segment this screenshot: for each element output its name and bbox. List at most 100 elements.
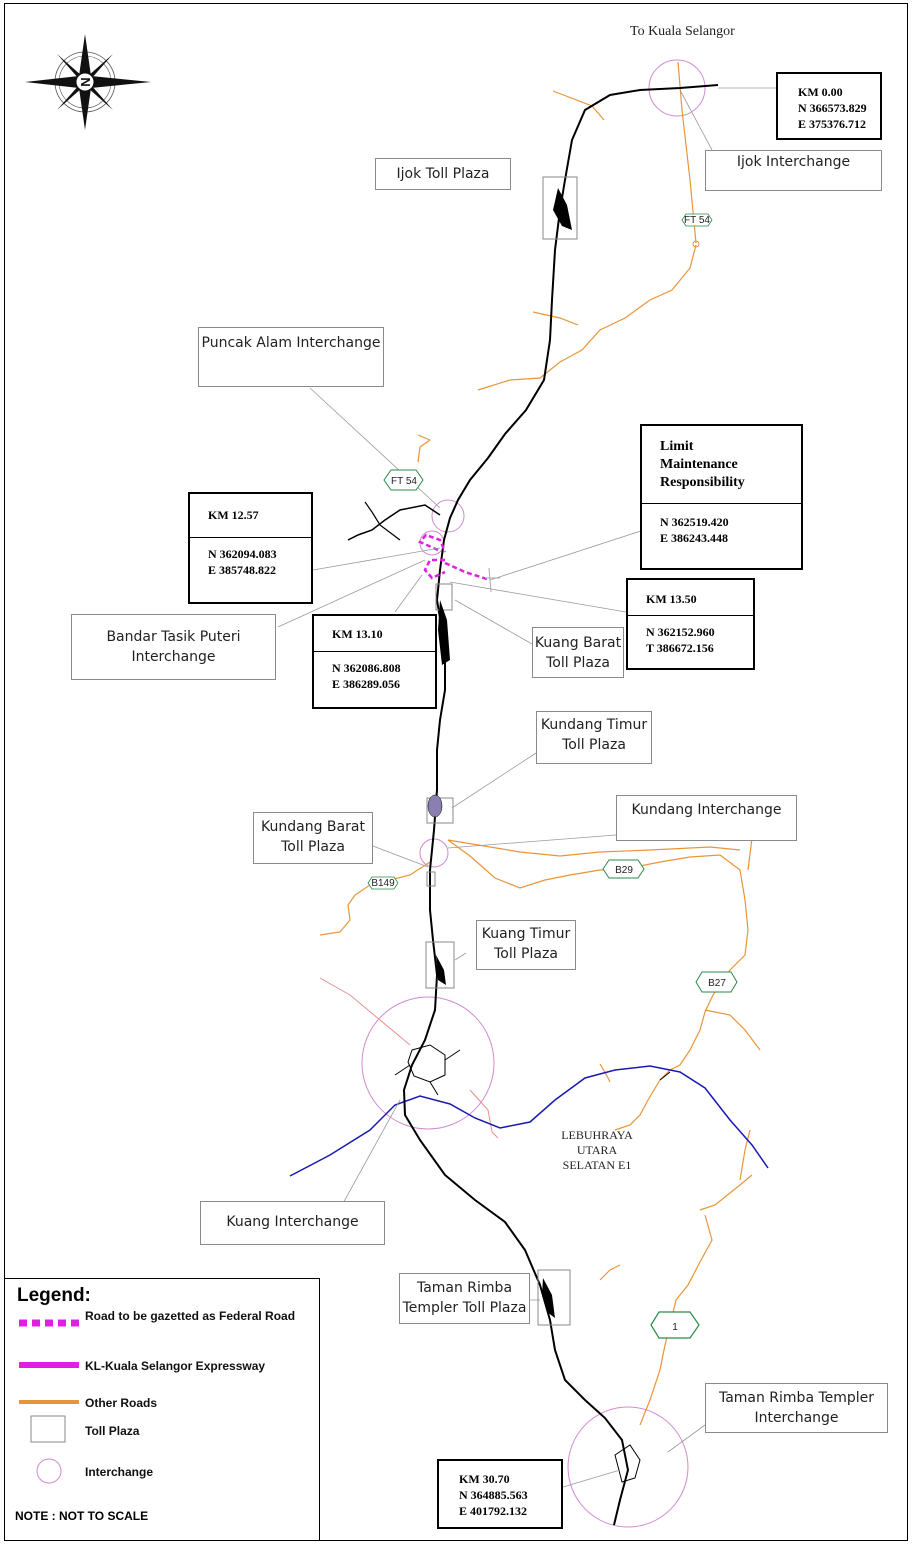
e1-label-line2: UTARA [576,1143,618,1157]
b149-shield: B149 [367,876,399,890]
callout-trt-int-line2: Interchange [754,1410,839,1426]
legend-item-interchange: Interchange [85,1465,154,1479]
km1350-e: T 386672.156 [646,641,714,655]
callout-trt-toll-line2: Templer Toll Plaza [402,1300,527,1316]
route-ft54-lower: FT 54 [391,476,417,487]
callout-taman-rimba-toll: Taman Rimba Templer Toll Plaza [399,1273,530,1324]
callout-kuang-interchange: Kuang Interchange [200,1201,385,1245]
km-box-1350: KM 13.50 N 362152.960 T 386672.156 [626,578,755,670]
route1-shield: 1 [650,1311,700,1339]
legend-item-other-roads: Other Roads [85,1396,158,1410]
callout-kuang-barat-line2: Toll Plaza [546,655,610,671]
km1350-coords: N 362152.960 T 386672.156 [628,616,753,662]
legend-title: Legend: [17,1285,91,1306]
pink-roads [319,977,499,1139]
km0-km: KM 0.00 [798,85,843,99]
compass-icon: N [25,34,151,130]
ijok-toll-box [542,176,578,240]
km-box-1257: KM 12.57 N 362094.083 E 385748.822 [188,492,313,604]
km1350-km: KM 13.50 [646,592,697,606]
legend-item-federal: Road to be gazetted as Federal Road [85,1309,296,1323]
callout-kundang-interchange-text: Kundang Interchange [631,802,782,818]
ft54-lower-shield: FT 54 [383,469,424,491]
limit-e: E 386243.448 [660,531,729,545]
compass-letter: N [78,77,93,86]
toll-plazas [425,176,578,1326]
km1310-km: KM 13.10 [332,627,383,641]
km1350-head: KM 13.50 [628,580,753,616]
federal-road [417,533,491,582]
e1-label-line3: SELATAN E1 [562,1158,632,1172]
limit-title3: Responsibility [660,475,745,490]
kundang-barat-toll-box [426,871,436,887]
km0-n: N 366573.829 [798,101,867,115]
b29-shield: B29 [602,859,645,879]
callout-btp-line1: Bandar Tasik Puteri [106,629,241,645]
limit-n: N 362519.420 [660,515,729,529]
callout-taman-rimba-interchange: Taman Rimba Templer Interchange [705,1383,888,1433]
callout-kundang-barat-line1: Kundang Barat [261,819,365,835]
km-box-0: KM 0.00 N 366573.829 E 375376.712 [776,72,882,140]
taman-rimba-interchange-circle [567,1406,689,1528]
puncak-alam-interchange-circle [431,499,465,533]
km3070-e: E 401792.132 [459,1504,528,1518]
kuang-barat-toll-box [435,583,453,611]
km-box-1310: KM 13.10 N 362086.808 E 386289.056 [312,614,437,709]
callout-puncak-alam: Puncak Alam Interchange [198,327,384,387]
callout-ijok-interchange-text: Ijok Interchange [736,154,851,170]
legend-interchange-swatch [36,1458,62,1484]
callout-kuang-timur-line2: Toll Plaza [494,946,558,962]
callout-ijok-toll: Ijok Toll Plaza [375,158,511,190]
ijok-interchange-circle [648,59,706,117]
legend-symbols [19,1319,79,1484]
kuang-timur-toll-box [425,941,455,989]
km-box-3070: KM 30.70 N 364885.563 E 401792.132 [437,1459,563,1529]
map-frame [4,3,908,1541]
legend-item-toll-plaza: Toll Plaza [85,1424,140,1438]
km3070-n: N 364885.563 [459,1488,528,1502]
km1257-km: KM 12.57 [208,508,259,522]
km0-e: E 375376.712 [798,117,867,131]
callout-trt-toll-line1: Taman Rimba [416,1280,513,1296]
route-1: 1 [672,1322,678,1333]
km1257-n: N 362094.083 [208,547,277,561]
km1310-coords: N 362086.808 E 386289.056 [314,652,435,698]
callout-kundang-interchange: Kundang Interchange [616,795,797,841]
kuang-interchange-circle [361,996,495,1130]
callout-ijok-toll-text: Ijok Toll Plaza [396,166,490,182]
route-ft54-upper: FT 54 [684,215,710,226]
km1350-n: N 362152.960 [646,625,715,639]
route-shields: FT 54 FT 54 B149 B29 B27 1 [367,213,738,1339]
km1310-head: KM 13.10 [314,616,435,652]
callout-kuang-interchange-text: Kuang Interchange [226,1214,359,1230]
callout-kundang-timur-line1: Kundang Timur [540,717,648,733]
e1-label-line1: LEBUHRAYA [561,1128,633,1142]
route-b149: B149 [371,878,395,889]
callout-btp-line2: Interchange [131,649,216,665]
km1257-coords: N 362094.083 E 385748.822 [190,538,311,584]
callout-ijok-interchange: Ijok Interchange [705,150,882,191]
legend-note: NOTE : NOT TO SCALE [15,1509,149,1523]
e1-expressway [289,1065,769,1177]
callout-kuang-timur: Kuang Timur Toll Plaza [476,920,576,970]
callout-kuang-timur-line1: Kuang Timur [481,926,571,942]
e1-label: LEBUHRAYA UTARA SELATAN E1 [552,1128,642,1173]
taman-rimba-toll-box [537,1269,571,1326]
limit-title-section: Limit Maintenance Responsibility [642,426,801,504]
km-box-limit: Limit Maintenance Responsibility N 36251… [640,424,803,570]
km1310-n: N 362086.808 [332,661,401,675]
route-b29: B29 [615,865,633,876]
limit-coords-section: N 362519.420 E 386243.448 [642,504,801,552]
callout-kundang-timur-line2: Toll Plaza [562,737,626,753]
limit-title1: Limit [660,439,694,454]
limit-title2: Maintenance [660,457,738,472]
km1310-e: E 386289.056 [332,677,401,691]
callout-kuang-barat: Kuang Barat Toll Plaza [532,627,624,678]
callout-kundang-timur: Kundang Timur Toll Plaza [536,711,652,764]
to-kuala-selangor-label: To Kuala Selangor [630,24,735,39]
callout-kundang-barat: Kundang Barat Toll Plaza [253,812,373,864]
legend-toll-swatch [30,1415,66,1443]
legend-item-expressway: KL-Kuala Selangor Expressway [85,1359,266,1373]
